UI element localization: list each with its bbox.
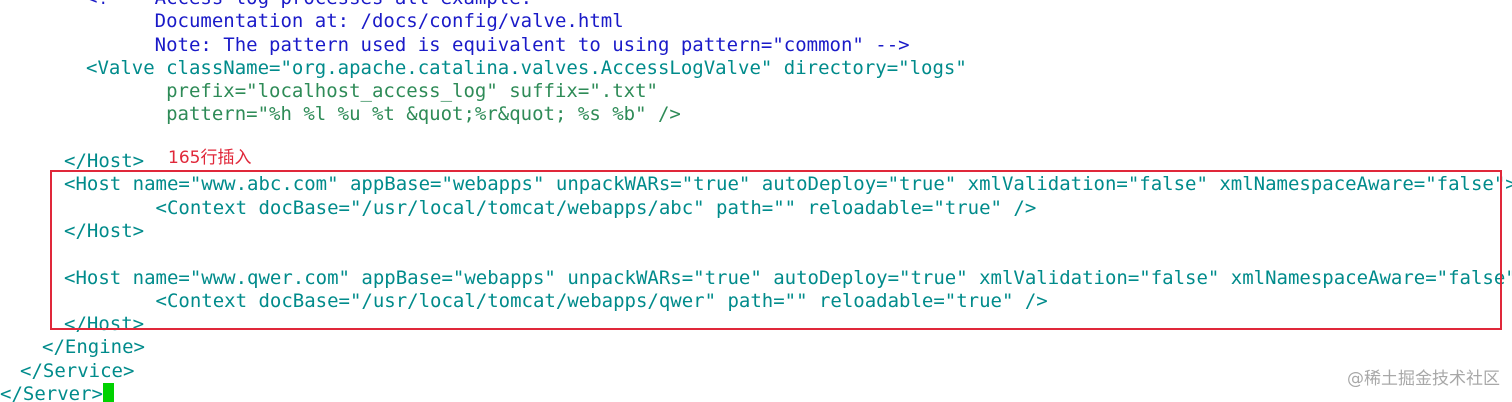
watermark: @稀土掘金技术社区 xyxy=(1347,369,1500,389)
xml-tag-text: <Host name="www.abc.com" appBase="webapp… xyxy=(64,173,1512,196)
code-line-18: </Server> xyxy=(0,383,1512,402)
code-line-10: <Context docBase="/usr/local/tomcat/weba… xyxy=(0,197,1512,220)
code-line-14: <Context docBase="/usr/local/tomcat/weba… xyxy=(0,290,1512,313)
code-line-8: </Host> xyxy=(0,150,1512,173)
xml-tag-text: <Context docBase="/usr/local/tomcat/weba… xyxy=(64,289,1048,312)
code-line-2: Documentation at: /docs/config/valve.htm… xyxy=(0,10,1512,33)
comment-text: <!-- Access log processes all example. xyxy=(0,0,532,9)
xml-tag-text: <Host name="www.qwer.com" appBase="webap… xyxy=(64,266,1512,289)
code-line-5: prefix="localhost_access_log" suffix=".t… xyxy=(0,80,1512,103)
xml-tag-text: </Host> xyxy=(64,313,145,336)
code-line-3: Note: The pattern used is equivalent to … xyxy=(0,34,1512,57)
xml-attr-text: pattern="%h %l %u %t &quot;%r&quot; %s %… xyxy=(86,103,681,126)
code-line-17: </Service> xyxy=(0,360,1512,383)
code-line-9: <Host name="www.abc.com" appBase="webapp… xyxy=(0,173,1512,196)
xml-attr-text: prefix="localhost_access_log" suffix=".t… xyxy=(86,80,658,103)
code-line-4: <Valve className="org.apache.catalina.va… xyxy=(0,57,1512,80)
xml-tag-text: </Service> xyxy=(20,359,135,382)
code-line-12 xyxy=(0,243,1512,266)
code-line-6: pattern="%h %l %u %t &quot;%r&quot; %s %… xyxy=(0,103,1512,126)
comment-text: Note: The pattern used is equivalent to … xyxy=(86,33,910,56)
xml-tag-text: </Host> xyxy=(64,150,145,173)
code-line-15: </Host> xyxy=(0,313,1512,336)
xml-tag-text: </Server> xyxy=(0,383,103,402)
annotation-label: 165行插入 xyxy=(168,148,252,168)
code-line-1: <!-- Access log processes all example. xyxy=(0,0,1512,10)
xml-tag-text: </Engine> xyxy=(42,336,145,359)
xml-tag-text: <Context docBase="/usr/local/tomcat/weba… xyxy=(64,196,1037,219)
code-line-13: <Host name="www.qwer.com" appBase="webap… xyxy=(0,267,1512,290)
xml-tag-text: </Host> xyxy=(64,219,145,242)
xml-tag-text: <Valve className="org.apache.catalina.va… xyxy=(86,56,967,79)
code-line-11: </Host> xyxy=(0,220,1512,243)
comment-text: Documentation at: /docs/config/valve.htm… xyxy=(86,10,624,33)
code-line-16: </Engine> xyxy=(0,336,1512,359)
text-cursor xyxy=(102,383,115,402)
